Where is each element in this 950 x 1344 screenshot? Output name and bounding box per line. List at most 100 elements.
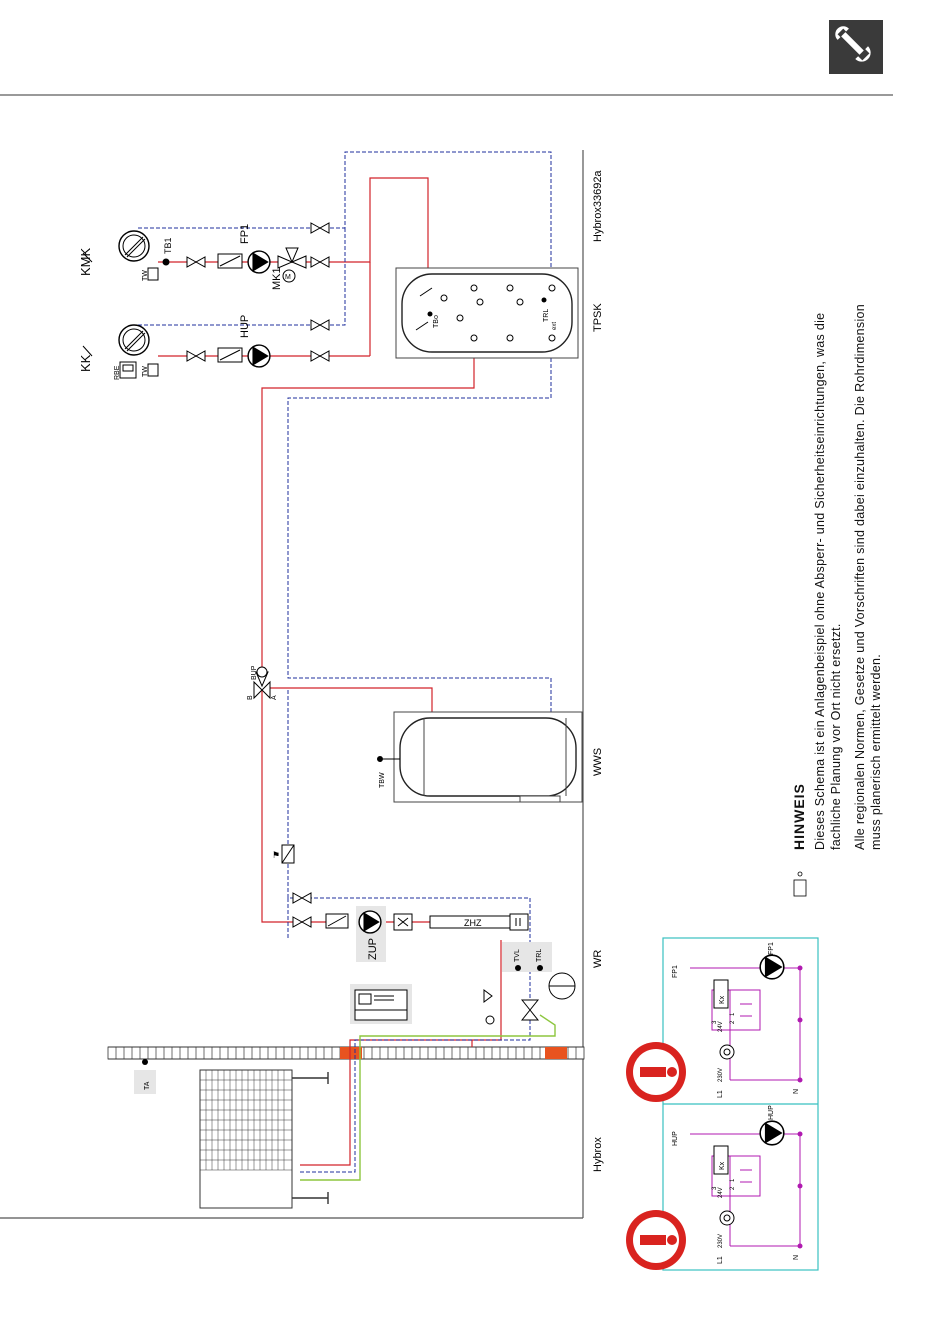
zone-wws: WWS	[592, 748, 604, 776]
transformer-hup	[719, 1210, 735, 1226]
drawing-id: Hybrox33692a	[592, 170, 604, 242]
pump-hup-wiring	[759, 1120, 785, 1146]
svg-text:RBE: RBE	[114, 365, 121, 380]
label-mk1: MK1	[271, 267, 283, 290]
warning-icon	[626, 1210, 686, 1270]
wiring-hup-l1: L1	[717, 1256, 724, 1264]
valve-kk-return	[310, 319, 330, 331]
pump-hup	[247, 344, 271, 368]
wiring-fp1-kx: Kx	[719, 995, 726, 1004]
wiring-hup-c2: 2	[730, 1186, 736, 1190]
wrench-icon	[835, 26, 871, 62]
label-zhz: ZHZ	[464, 918, 482, 928]
tw-box-kmk: TW	[142, 267, 159, 281]
relay-kx-fp1	[713, 979, 729, 1009]
wiring-fp1-230v: 230V	[718, 1068, 724, 1082]
valve-kmk-return	[310, 222, 330, 234]
label-ta: TA	[144, 1081, 151, 1090]
electric-heater-zhz	[429, 913, 529, 931]
pump-fp1	[247, 250, 271, 274]
label-tbo: TBo	[433, 315, 440, 328]
controller-unit	[350, 984, 412, 1024]
sensor-ta	[142, 1059, 148, 1065]
wiring-fp1-c3: 3	[712, 1020, 718, 1024]
wiring-hup-c3: 3	[712, 1186, 718, 1190]
wiring-hup-n: N	[793, 1255, 800, 1260]
buffer-tank-tpsk	[395, 267, 579, 359]
sensor-tb1	[162, 258, 170, 266]
zone-hybrox: Hybrox	[592, 1137, 604, 1172]
ta-shade	[134, 1070, 156, 1094]
wiring-fp1-n: N	[793, 1089, 800, 1094]
label-zup: ZUP	[367, 938, 379, 960]
label-ext: ext	[552, 322, 558, 330]
wiring-fp1-c1: 1	[730, 1012, 736, 1016]
diverter-valve-bup	[253, 666, 271, 700]
wiring-hup-pump: HUP	[768, 1105, 775, 1120]
notice-line4: muss planerisch ermittelt werden.	[869, 654, 883, 850]
wiring-fp1	[690, 967, 801, 1081]
safety-valve: ⚑	[272, 844, 295, 864]
wiring-hup-24v: 24V	[718, 1187, 724, 1198]
label-hup: HUP	[239, 315, 251, 338]
wiring-hup-kx: Kx	[719, 1161, 726, 1170]
radiator-kmk	[118, 230, 150, 262]
mixer-mk1: M	[277, 247, 307, 283]
notice-line2: fachliche Planung vor Ort nicht ersetzt.	[829, 623, 843, 850]
svg-text:TW: TW	[142, 270, 149, 281]
valve-return-wr	[292, 892, 312, 904]
outer-wall	[107, 1046, 585, 1060]
sensor-trl	[537, 965, 543, 971]
label-tb1: TB1	[163, 237, 173, 254]
hydraulic-components	[483, 989, 540, 1025]
svg-text:TW: TW	[142, 366, 149, 377]
label-tvl: TVL	[514, 949, 521, 962]
wiring-fp1-c2: 2	[730, 1020, 736, 1024]
tw-box-kk: TW	[142, 363, 159, 377]
valve-kk-2	[310, 350, 330, 362]
relay-kx-hup	[713, 1145, 729, 1175]
kmk-leader	[82, 252, 93, 263]
hot-water-tank-wws	[377, 711, 583, 803]
wiring-fp1-24v: 24V	[718, 1021, 724, 1032]
info-icon	[793, 871, 807, 897]
sensor-shade	[502, 942, 552, 972]
valve-kmk-1	[186, 256, 206, 268]
wiring-hup-230v: 230V	[718, 1234, 724, 1248]
sensor-tvl	[515, 965, 521, 971]
notice-title: HINWEIS	[791, 783, 807, 850]
label-trl: TRL	[536, 949, 543, 962]
wiring-fp1-pump: FP1	[768, 942, 775, 955]
valve-kk-1	[186, 350, 206, 362]
rbe-box: RBE	[114, 361, 137, 380]
valve-supply-wr	[292, 916, 312, 928]
svg-text:M: M	[285, 274, 291, 281]
valve-kmk-2	[310, 256, 330, 268]
label-kmk: KMK	[78, 248, 93, 277]
label-fp1: FP1	[239, 224, 251, 244]
wiring-hup-c1: 1	[730, 1178, 736, 1182]
notice-line1: Dieses Schema ist ein Anlagenbeispiel oh…	[813, 313, 827, 850]
label-port-b: B	[247, 695, 254, 700]
expansion-vessel	[548, 972, 576, 1000]
svg-text:⚑: ⚑	[272, 850, 280, 860]
outdoor-heat-pump	[199, 1069, 329, 1209]
wiring-hup	[690, 1133, 801, 1247]
wiring-fp1-l1: L1	[717, 1090, 724, 1098]
zone-wr: WR	[592, 950, 604, 968]
label-bup: BUP	[251, 665, 258, 680]
pump-fp1-wiring	[759, 954, 785, 980]
zone-tpsk: TPSK	[592, 303, 604, 332]
label-kk: KK	[78, 354, 93, 372]
transformer-fp1	[719, 1044, 735, 1060]
control-cable	[300, 1014, 556, 1181]
label-tbw: TBW	[379, 772, 386, 788]
kk-leader	[82, 345, 93, 357]
pump-zup	[358, 910, 382, 934]
wiring-hup-label: HUP	[672, 1131, 679, 1146]
wiring-fp1-label: FP1	[672, 965, 679, 978]
radiator-kk	[118, 324, 150, 356]
notice-line3: Alle regionalen Normen, Gesetze und Vors…	[853, 304, 867, 850]
warning-icon	[626, 1042, 686, 1102]
